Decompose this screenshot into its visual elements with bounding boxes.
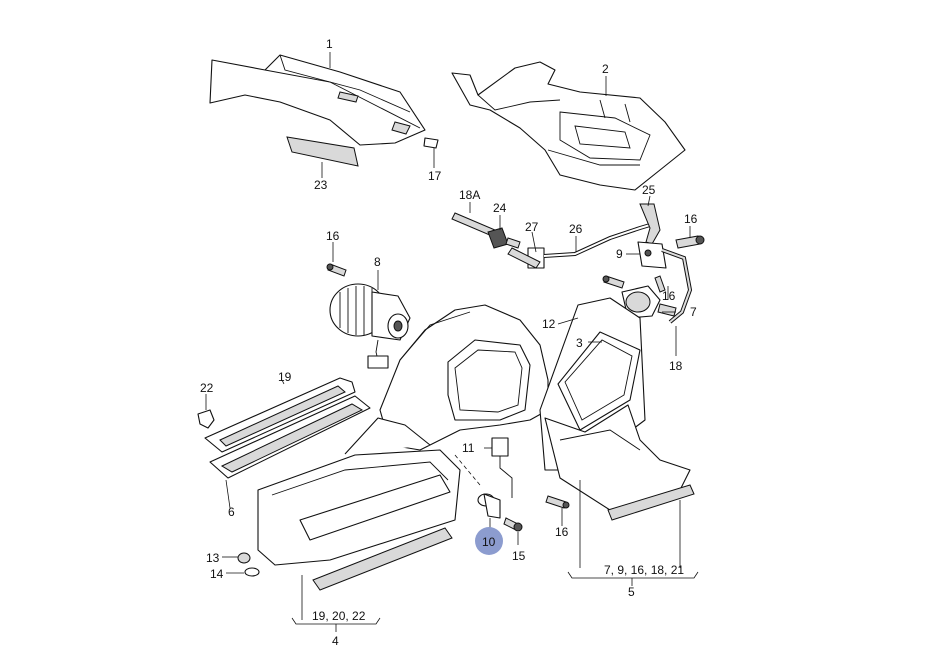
part-26-vacuum-line: [543, 223, 651, 258]
label-7: 7: [690, 305, 697, 319]
label-27: 27: [525, 220, 539, 234]
label-8: 8: [374, 255, 381, 269]
part-16-screw-mid-right: [602, 275, 666, 293]
label-16-top-right: 16: [684, 212, 698, 226]
label-group-4: 4: [332, 634, 339, 648]
label-22: 22: [200, 381, 214, 395]
label-18a: 18A: [459, 188, 480, 202]
label-group-5-list: 7, 9, 16, 18, 21: [604, 563, 684, 577]
group-bracket-4: [291, 617, 381, 632]
label-group-4-list: 19, 20, 22: [312, 609, 366, 623]
part-18-hose-right: [661, 248, 693, 324]
part-14-washer: [244, 567, 260, 577]
label-15: 15: [512, 549, 526, 563]
label-10: 10: [482, 535, 496, 549]
label-17: 17: [428, 169, 442, 183]
label-23: 23: [314, 178, 328, 192]
leader-lines: [205, 52, 691, 620]
label-14: 14: [210, 567, 224, 581]
part-3-air-duct: [544, 331, 695, 521]
label-6: 6: [228, 505, 235, 519]
part-25-hose: [639, 203, 661, 245]
part-9-bracket: [637, 241, 667, 269]
part-6-filter-element: [209, 395, 371, 479]
label-25: 25: [642, 183, 656, 197]
label-2: 2: [602, 62, 609, 76]
label-19: 19: [278, 370, 292, 384]
part-19-filter: [204, 377, 356, 453]
label-16-mid-right: 16: [662, 289, 676, 303]
part-11-sensor: [491, 437, 513, 498]
group-bracket-5: [567, 571, 699, 586]
label-16-bottom: 16: [555, 525, 569, 539]
part-7-vacuum-actuator: [621, 285, 677, 319]
part-1-duct-panel: [209, 54, 439, 149]
label-12: 12: [542, 317, 556, 331]
part-27-connector: [507, 247, 545, 269]
part-2-distribution-housing: [451, 61, 686, 191]
part-15-screw: [503, 517, 523, 532]
label-group-5: 5: [628, 585, 635, 599]
label-3: 3: [576, 336, 583, 350]
part-10-resistor: [477, 493, 501, 519]
label-1: 1: [326, 37, 333, 51]
part-24-valve: [487, 227, 521, 249]
label-11: 11: [462, 441, 475, 455]
heater-housing: [257, 304, 549, 591]
label-24: 24: [493, 201, 507, 215]
label-16-left: 16: [326, 229, 340, 243]
label-26: 26: [569, 222, 583, 236]
part-13-nut: [237, 552, 251, 564]
label-18: 18: [669, 359, 683, 373]
label-13: 13: [206, 551, 220, 565]
label-9: 9: [616, 247, 623, 261]
part-23-foam-strip: [286, 136, 359, 167]
part-8-blower-motor: [329, 283, 411, 369]
part-22-clip: [197, 409, 215, 429]
part-16-screw-bottom: [545, 495, 570, 509]
part-16-screw-left: [326, 263, 347, 277]
part-16-screw-top-right: [675, 235, 705, 249]
highlight-marker-10: [475, 527, 503, 555]
